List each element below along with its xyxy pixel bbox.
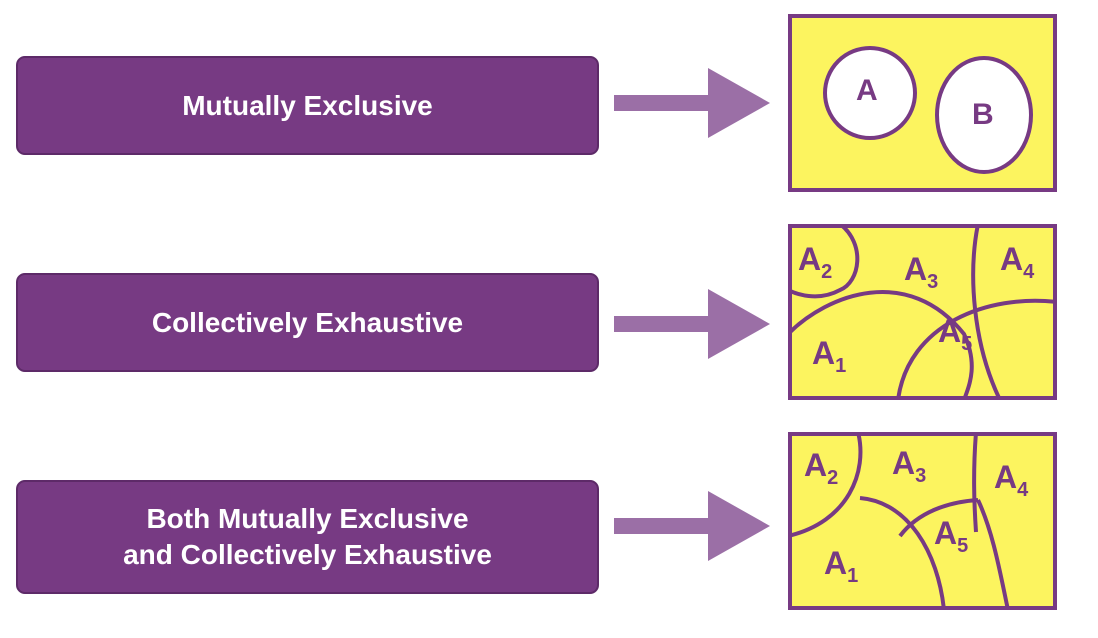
region-label: A3 bbox=[892, 445, 926, 487]
mutually-exclusive-label-box: Mutually Exclusive bbox=[16, 56, 599, 155]
label-line: Mutually Exclusive bbox=[182, 89, 433, 121]
region-label: A2 bbox=[804, 447, 838, 489]
region-label: A5 bbox=[934, 515, 968, 557]
exclusive-and-exhaustive-diagram: A2 A3 A4 A5 A1 bbox=[788, 432, 1057, 610]
region-label: A1 bbox=[812, 335, 846, 377]
region-label: A3 bbox=[904, 251, 938, 293]
region-label: B bbox=[972, 98, 994, 131]
region-a-circle bbox=[823, 46, 917, 140]
region-label: A4 bbox=[1000, 241, 1035, 283]
region-label: A1 bbox=[824, 545, 858, 587]
region-label: A4 bbox=[994, 459, 1029, 501]
arrow-right-icon bbox=[614, 289, 770, 359]
region-b-ellipse bbox=[935, 56, 1033, 174]
arrow-right-icon bbox=[614, 491, 770, 561]
collectively-exhaustive-diagram: A2 A3 A4 A5 A1 bbox=[788, 224, 1057, 400]
label-line: Collectively Exhaustive bbox=[151, 306, 464, 338]
region-label: A2 bbox=[798, 241, 832, 283]
region-label: A5 bbox=[938, 313, 972, 355]
region-label: A bbox=[856, 74, 878, 107]
both-exclusive-exhaustive-label-box: Both Mutually Exclusive and Collectively… bbox=[16, 480, 599, 594]
collectively-exhaustive-label-box: Collectively Exhaustive bbox=[16, 273, 599, 372]
arrow-right-icon bbox=[614, 68, 770, 138]
label-line: Both Mutually Exclusive bbox=[146, 503, 469, 534]
label-line: and Collectively Exhaustive bbox=[123, 539, 492, 570]
mutually-exclusive-diagram: A B bbox=[788, 14, 1057, 192]
